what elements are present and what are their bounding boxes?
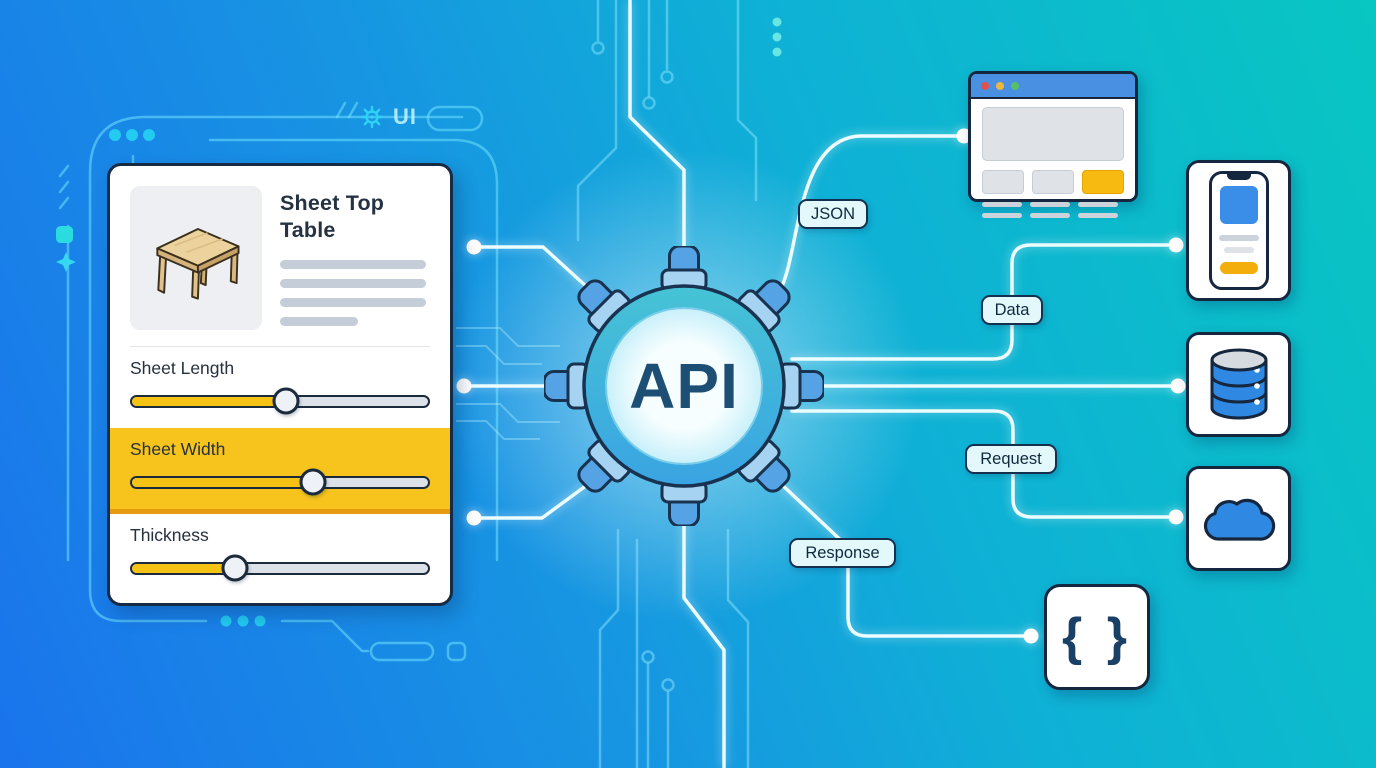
api-hub: API: [544, 246, 824, 526]
skeleton-line: [280, 260, 426, 270]
line-top: [628, 0, 686, 250]
database-card: [1186, 332, 1291, 437]
browser-titlebar: [971, 74, 1135, 99]
skeleton-line: [280, 317, 358, 327]
slider-knob[interactable]: [272, 387, 300, 415]
phone-image-placeholder: [1219, 186, 1258, 224]
connector-dots: [456, 128, 1186, 644]
line-json: [778, 134, 959, 292]
browser-text-line: [1030, 202, 1070, 207]
window-maximize-dot: [1011, 81, 1019, 90]
browser-body: [971, 99, 1135, 226]
hub-inner-circle: [605, 307, 763, 465]
product-title: Sheet Top Table: [280, 191, 385, 243]
window-minimize-dot: [996, 81, 1004, 90]
slider-fill: [132, 397, 286, 406]
line-data: [790, 243, 1170, 361]
response-label-chip: Response: [789, 538, 896, 568]
ui-decor-label: UI: [393, 104, 417, 129]
code-braces-card: { }: [1044, 584, 1150, 690]
slider-knob[interactable]: [299, 468, 327, 496]
browser-window-icon: [968, 71, 1138, 218]
browser-text-line: [982, 213, 1022, 218]
line-card-top: [472, 245, 590, 290]
sheet-width-section: Sheet Width: [110, 428, 450, 514]
line-bottom: [682, 520, 726, 768]
sheet-width-label: Sheet Width: [130, 439, 226, 459]
mobile-app-icon: [1186, 160, 1291, 301]
browser-box-placeholder: [1032, 170, 1074, 194]
dot-decoration: [109, 129, 266, 627]
skeleton-line: [280, 298, 426, 308]
product-info: Sheet Top Table: [280, 186, 430, 330]
slider-track[interactable]: [130, 476, 430, 489]
phone-text-line: [1223, 247, 1254, 253]
slider-knob[interactable]: [221, 554, 249, 582]
thickness-slider[interactable]: [130, 553, 430, 583]
phone-notch: [1226, 173, 1251, 180]
browser-text-line: [1030, 213, 1070, 218]
gear-icon: [360, 105, 384, 129]
browser-text-line: [1078, 213, 1118, 218]
sheet-length-slider[interactable]: [130, 386, 430, 416]
sheet-length-label: Sheet Length: [130, 358, 235, 378]
phone-button-placeholder: [1219, 262, 1258, 274]
data-label-chip: Data: [981, 295, 1043, 325]
section-divider: [130, 346, 430, 347]
browser-button-placeholder: [1082, 170, 1124, 194]
braces-icon: { }: [1062, 608, 1132, 666]
thickness-section: Thickness: [110, 514, 450, 595]
phone-frame: [1208, 171, 1269, 290]
browser-text-line: [982, 202, 1022, 207]
cloud-icon: [1203, 498, 1275, 541]
product-image: [130, 186, 262, 330]
product-row: Sheet Top Table: [110, 166, 450, 330]
window-close-dot: [981, 81, 989, 90]
browser-hero-placeholder: [982, 107, 1124, 161]
slider-fill: [132, 478, 313, 487]
database-icon: [1210, 348, 1267, 419]
slider-track[interactable]: [130, 562, 430, 575]
api-label: API: [629, 350, 739, 422]
sheet-length-section: Sheet Length: [110, 347, 450, 428]
line-response: [777, 480, 1025, 638]
product-configurator-card: Sheet Top Table Sheet Length Sheet Width: [107, 163, 453, 606]
line-card-bottom: [472, 483, 589, 520]
json-label-chip: JSON: [798, 199, 868, 229]
cloud-card: [1186, 466, 1291, 571]
browser-box-placeholder: [982, 170, 1024, 194]
phone-text-line: [1218, 235, 1259, 241]
slider-fill: [132, 564, 236, 573]
sheet-width-slider[interactable]: [130, 467, 430, 497]
thickness-label: Thickness: [130, 525, 209, 545]
request-label-chip: Request: [965, 444, 1057, 474]
table-illustration-icon: [156, 228, 240, 300]
browser-text-line: [1078, 202, 1118, 207]
skeleton-line: [280, 279, 426, 289]
